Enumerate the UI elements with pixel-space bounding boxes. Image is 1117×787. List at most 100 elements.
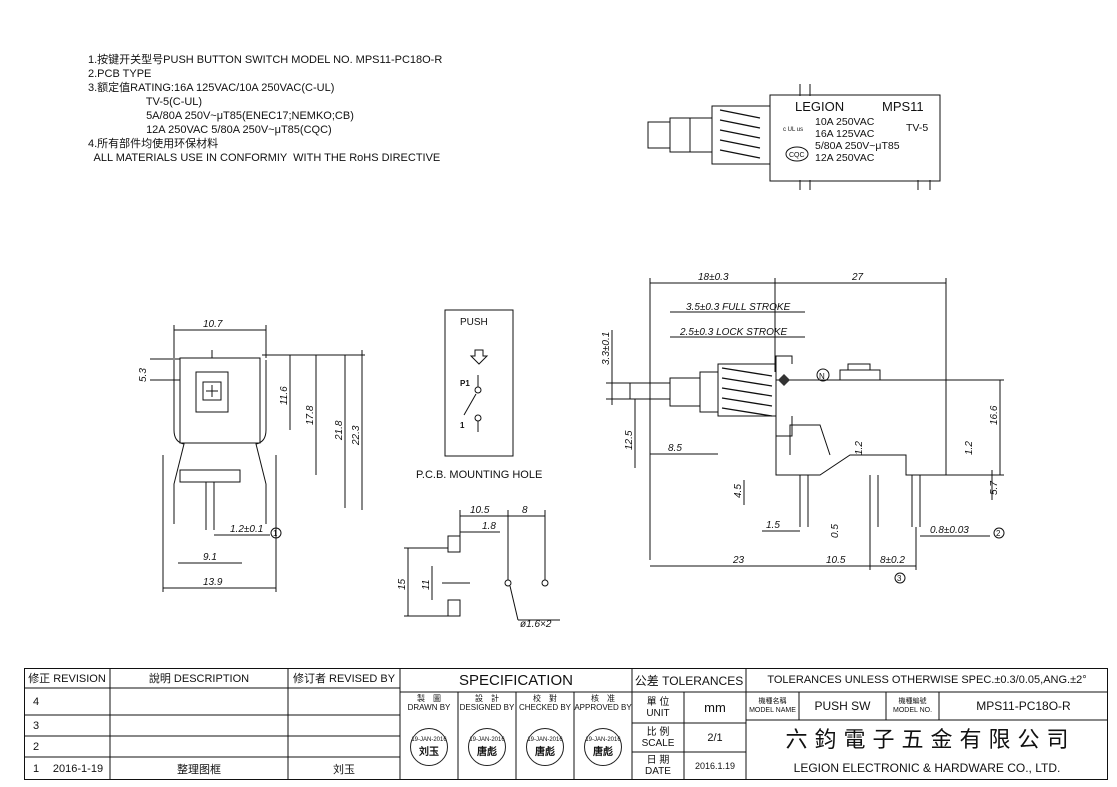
model-name-label-zh: 機種名稱 [758,698,787,705]
approval-stamp: 19-JAN-2016 刘玉 [410,728,448,766]
company-name-en: LEGION ELECTRONIC & HARDWARE CO., LTD. [793,761,1061,775]
note-line: TV-5(C-UL) [88,96,203,108]
model-no-label-zh: 機種編號 [898,698,927,705]
model-no-value: MPS11-PC18O-R [976,699,1071,713]
company-name-zh: 六 鈞 電 子 五 金 有 限 公 司 [785,728,1069,753]
dim-label: 1.5 [766,520,780,531]
approval-stamp: 19-JAN-2016 唐彪 [468,728,506,766]
role-drawn: 製 圖 DRAWN BY [400,692,458,714]
dim-label: 8 [522,505,528,516]
dim-label: 15 [397,578,408,590]
unit-label-en: UNIT [646,707,670,719]
date-label: 日 期 DATE [632,752,684,780]
model-no-label: 機種編號 MODEL NO. [886,692,939,720]
label-rating: 12A 250VAC [815,152,875,164]
specification-title: SPECIFICATION [459,671,573,689]
stamp-cell: 19-JAN-2016 刘玉 [400,714,458,780]
dim-label: 8.5 [668,443,682,454]
side-view: N 18±0.3 27 3.5±0.3 FULL STROKE 2.5±0.3 … [601,272,1005,584]
role-designed: 設 計 DESIGNED BY [458,692,516,714]
dim-label: 22.3 [351,425,362,446]
dim-label: 0.8±0.03 [930,525,969,536]
revised-by-header: 修订者 REVISED BY [292,673,396,685]
unit-label: 單 位 UNIT [632,692,684,723]
mounting-hole-pattern: 10.5 8 1.8 15 11 ø1.6×2 [397,505,560,630]
cqc-mark: CQC [789,152,805,159]
title-block: 修正 REVISION 說明 DESCRIPTION 修订者 REVISED B… [24,668,1108,780]
model-name-label-en: MODEL NAME [749,707,796,714]
dim-label: 11.6 [279,386,290,405]
cul-mark: c UL us [783,127,803,133]
revision-author: 刘玉 [333,763,355,776]
dim-label: 5.3 [138,368,149,382]
revision-mark: 3 [32,719,40,732]
stamp-cell: 19-JAN-2016 唐彪 [458,714,516,780]
dim-label: 17.8 [305,405,316,425]
svg-text:N: N [819,372,825,381]
date-value: 2016.1.19 [694,761,736,771]
engineering-drawing: LEGION MPS11 10A 250VAC 16A 125VAC 5/80A… [138,84,1005,630]
revision-mark: 1 [32,762,40,775]
dim-label: 3.3±0.1 [601,332,612,365]
dim-label: 5.7 [989,481,1000,495]
description-header: 說明 DESCRIPTION [148,673,250,685]
scale-label: 比 例 SCALE [632,723,684,752]
label-rating: 10A 250VAC [815,116,875,128]
label-rating: 16A 125VAC [815,128,875,140]
mounting-hole-title: P.C.B. MOUNTING HOLE [416,469,542,481]
label-tv: TV-5 [906,122,928,134]
dim-label: 0.5 [830,524,841,538]
scale-label-zh: 比 例 [646,726,670,738]
revision-header: 修正 REVISION [28,673,106,685]
unit-label-zh: 單 位 [646,696,670,708]
scale-label-en: SCALE [641,737,675,749]
dim-label: 3.5±0.3 FULL STROKE [686,302,791,313]
note-line: 5A/80A 250V~μT85(ENEC17;NEMKO;CB) [88,110,354,122]
note-line: 4.所有部件均使用环保材料 [88,138,219,150]
dim-label: 1.8 [482,521,496,532]
model-name-label: 機種名稱 MODEL NAME [746,692,799,720]
schematic-title: PUSH [460,317,488,328]
revision-date: 2016-1-19 [52,762,104,775]
stamp-cell: 19-JAN-2016 唐彪 [574,714,632,780]
approval-stamp: 19-JAN-2016 唐彪 [584,728,622,766]
role-zh: 設 計 [475,694,499,703]
note-line: 1.按键开关型号PUSH BUTTON SWITCH MODEL NO. MPS… [88,54,443,66]
dim-label: 13.9 [203,577,223,588]
spec-notes: 1.按键开关型号PUSH BUTTON SWITCH MODEL NO. MPS… [88,53,442,165]
model-no-label-en: MODEL NO. [892,707,933,714]
tolerances-text: TOLERANCES UNLESS OTHERWISE SPEC.±0.3/0.… [767,674,1087,686]
unit-value: mm [704,700,726,715]
dim-label: 4.5 [733,484,744,498]
role-approved: 核 准 APPROVED BY [574,692,632,714]
dim-label: 16.6 [989,405,1000,425]
label-model: MPS11 [882,99,924,114]
product-illustration: LEGION MPS11 10A 250VAC 16A 125VAC 5/80A… [647,84,941,190]
note-line: 3.额定值RATING:16A 125VAC/10A 250VAC(C-UL) [88,82,335,94]
dim-label: 10.7 [203,319,223,330]
note-line: 12A 250VAC 5/80A 250V~μT85(CQC) [88,124,332,136]
approval-stamp: 19-JAN-2016 唐彪 [526,728,564,766]
dim-label: 12.5 [624,430,635,450]
scale-value: 2/1 [707,731,723,744]
role-en: APPROVED BY [574,703,632,712]
dim-label: 27 [851,272,864,283]
dim-label: 23 [732,555,745,566]
stamp-signature: 唐彪 [593,746,613,758]
dim-label: ø1.6×2 [520,619,552,630]
role-en: DRAWN BY [407,703,451,712]
dim-label: 10.5 [470,505,490,516]
balloon: 3 [897,574,902,583]
dim-label: 11 [421,580,432,590]
note-line: ALL MATERIALS USE IN CONFORMIY WITH THE … [88,152,441,164]
dim-label: 1.2±0.1 [230,524,263,535]
revision-mark: 2 [32,740,40,753]
tolerances-label: 公差 TOLERANCES [634,673,744,688]
dim-label: 10.5 [826,555,846,566]
date-label-zh: 日 期 [646,755,670,766]
revision-description: 整理图框 [177,763,221,776]
schematic-p2: 1 [460,421,465,430]
role-zh: 製 圖 [417,694,441,703]
stamp-signature: 唐彪 [477,746,497,758]
front-view: 10.7 5.3 11.6 17.8 21.8 22.3 1.2±0.1 1 9… [138,319,365,592]
